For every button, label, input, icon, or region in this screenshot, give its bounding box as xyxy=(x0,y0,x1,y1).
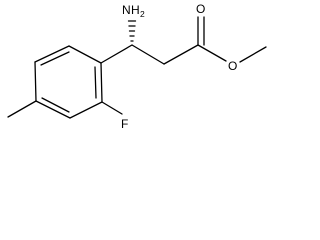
amine-group-label: N H 2 xyxy=(122,3,145,19)
benzene-ring xyxy=(34,45,103,119)
ring-double-bond-c3-c4 xyxy=(41,97,70,113)
ring-bond-c1-c2 xyxy=(100,62,103,103)
ring-bond-c3-c4 xyxy=(35,100,71,119)
ring-bond-c5-c6 xyxy=(34,45,70,63)
ring-bond-c6-c1 xyxy=(68,45,102,64)
fluorine-label: F xyxy=(121,117,128,131)
carbonyl-to-ester-oxygen-bond xyxy=(197,44,227,62)
ring-double-bond-c1-c2 xyxy=(94,66,97,99)
carbonyl-oxygen-label: O xyxy=(196,2,205,16)
amine-n-label: N xyxy=(122,3,131,17)
chemical-structure-diagram: F N H 2 O O xyxy=(7,2,267,131)
chiral-to-ch2-bond xyxy=(131,44,165,65)
ester-methyl-bond xyxy=(239,46,267,63)
methyl-bond xyxy=(7,100,37,118)
ring-bond-c2-c3 xyxy=(69,101,103,119)
ring-to-chiral-bond xyxy=(100,44,133,64)
amine-subscript-label: 2 xyxy=(140,9,145,19)
ch2-to-carbonyl-bond xyxy=(163,44,199,65)
amine-h-label: H xyxy=(131,3,140,17)
ring-double-bond-c5-c6 xyxy=(40,51,70,66)
ring-bond-c4-c5 xyxy=(34,61,37,102)
ester-oxygen-label: O xyxy=(228,59,237,73)
fluorine-bond xyxy=(101,101,123,115)
stereo-hashed-wedge xyxy=(127,20,137,42)
